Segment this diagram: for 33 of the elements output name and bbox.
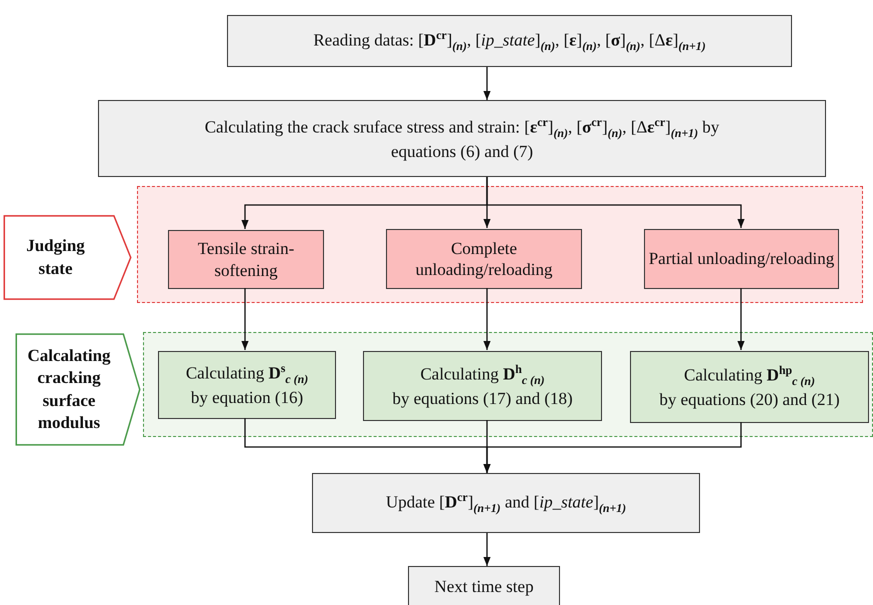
process-box	[227, 15, 792, 67]
process-box	[630, 351, 869, 423]
arrow	[483, 288, 491, 350]
step-text: by equation (16)	[190, 387, 304, 409]
dashed-group-band	[143, 332, 873, 437]
arrow	[486, 177, 745, 228]
stage-label: Judging state	[25, 235, 86, 280]
process-box	[98, 100, 826, 177]
arrow	[737, 288, 745, 350]
process-box	[168, 230, 324, 289]
step-text: Complete unloading/reloading	[414, 238, 554, 280]
arrow	[483, 533, 491, 566]
stage-tag	[15, 333, 141, 446]
stage-label: Calcalating cracking surface modulus	[26, 345, 112, 434]
arrow	[483, 422, 742, 473]
step-text: Tensile strain-softening	[196, 238, 296, 281]
process-box	[644, 229, 839, 289]
step-text: Partial unloading/reloading	[648, 248, 834, 270]
step-text: Next time step	[434, 576, 534, 598]
arrow	[241, 288, 249, 350]
dashed-group-band	[137, 186, 863, 303]
step-text: Reading datas: [D$^{cr}$]$_{(n)}$, [ip_state]$_{(n)}$, [ε]$_{(n)}$, [σ]$_{(n)}$, [Δε]$_{(n+1)}$	[313, 28, 706, 54]
step-text: by equations (20) and (21)	[659, 389, 840, 411]
stage-tag	[3, 215, 132, 300]
process-box	[386, 229, 582, 289]
process-box	[158, 351, 336, 419]
process-box	[312, 473, 700, 533]
step-text: Calculating the crack sruface stress and strain: [ε$^{cr}$]$_{(n)}$, [σ$^{cr}$]$_{(n)}$, [Δε$^{cr}$]$_{(n+1)}$ by equations (6) and (7)	[204, 114, 720, 162]
step-text: by equations (17) and (18)	[392, 388, 573, 410]
arrow	[483, 67, 491, 100]
process-box	[408, 566, 560, 605]
process-box	[363, 351, 602, 421]
step-text: Update [D$^{cr}$]$_{(n+1)}$ and [ip_state]$_{(n+1)}$	[386, 490, 626, 516]
